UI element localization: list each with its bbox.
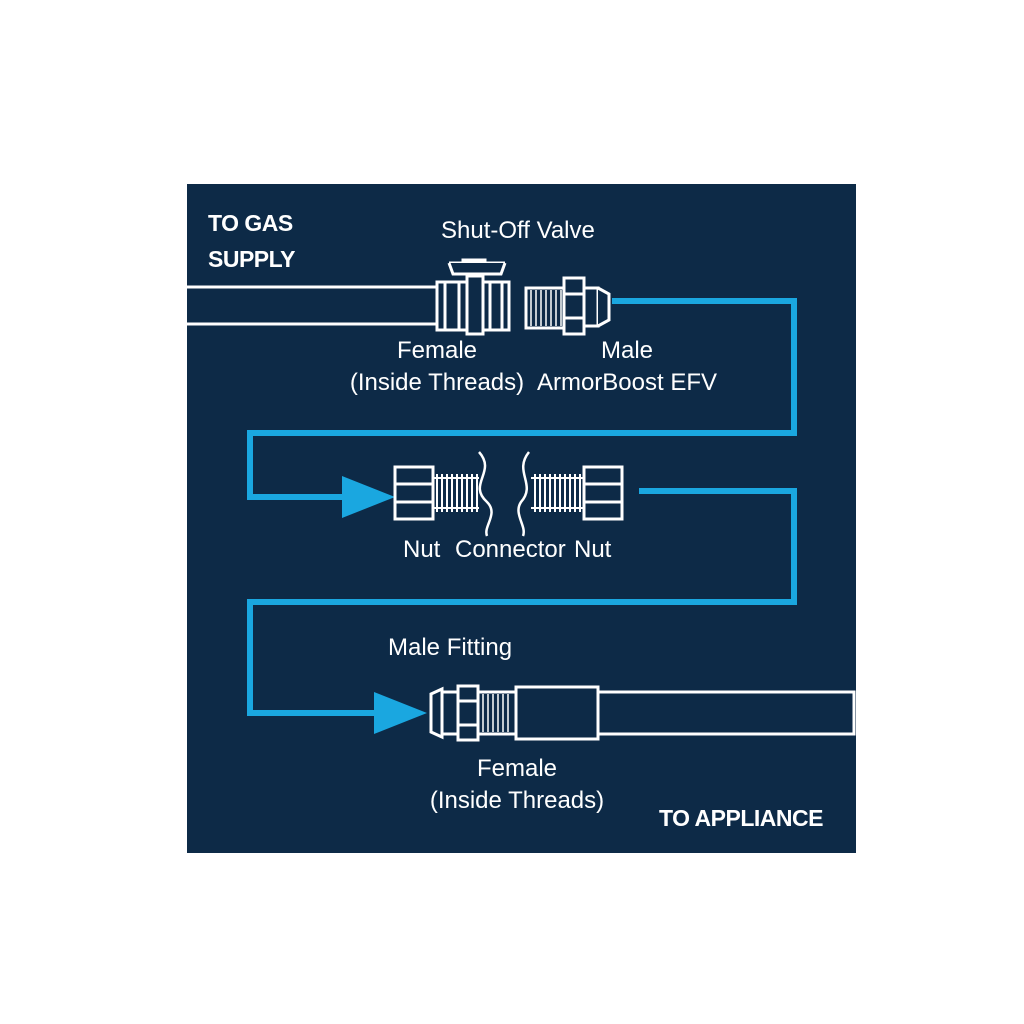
nut-left-label: Nut [403,536,441,563]
connector-right-icon [517,451,584,537]
to-gas-supply-line-1: TO GAS [208,210,293,236]
female-top-line-2: (Inside Threads) [349,369,525,396]
female-bottom-label: Female (Inside Threads) [422,753,612,817]
shutoff-valve-icon [435,258,511,336]
male-efv-line-1: Male [600,337,654,364]
male-fitting-icon [429,684,518,742]
female-top-label: Female (Inside Threads) [342,335,532,399]
to-gas-supply-line-2: SUPPLY [208,246,295,272]
to-gas-supply-label: TO GAS SUPPLY [208,205,295,277]
flare-nut-left-icon [393,465,435,521]
connector-left-icon [433,451,493,537]
male-efv-line-2: ArmorBoost EFV [536,369,718,396]
male-efv-label: Male ArmorBoost EFV [532,335,722,399]
flow-arrow-icon [342,476,395,518]
connector-label: Connector [455,536,566,563]
flow-line-2 [247,488,797,716]
flow-path [247,298,797,716]
gas-connector-diagram: TO GAS SUPPLY Shut-Off Valve Female (Ins… [187,184,856,853]
female-bottom-line-2: (Inside Threads) [429,787,605,814]
diagram-graphics [187,258,856,742]
flow-arrow-icon [374,692,427,734]
to-appliance-label: TO APPLIANCE [659,805,823,831]
appliance-pipe [514,685,856,741]
efv-fitting-icon [524,276,611,336]
nut-right-label: Nut [574,536,612,563]
flow-line-1 [247,298,797,500]
female-bottom-line-1: Female [476,755,558,782]
supply-pipe [187,285,439,326]
female-top-line-1: Female [396,337,478,364]
shutoff-valve-label: Shut-Off Valve [441,217,595,244]
male-fitting-label: Male Fitting [388,634,513,661]
flare-nut-right-icon [582,465,624,521]
